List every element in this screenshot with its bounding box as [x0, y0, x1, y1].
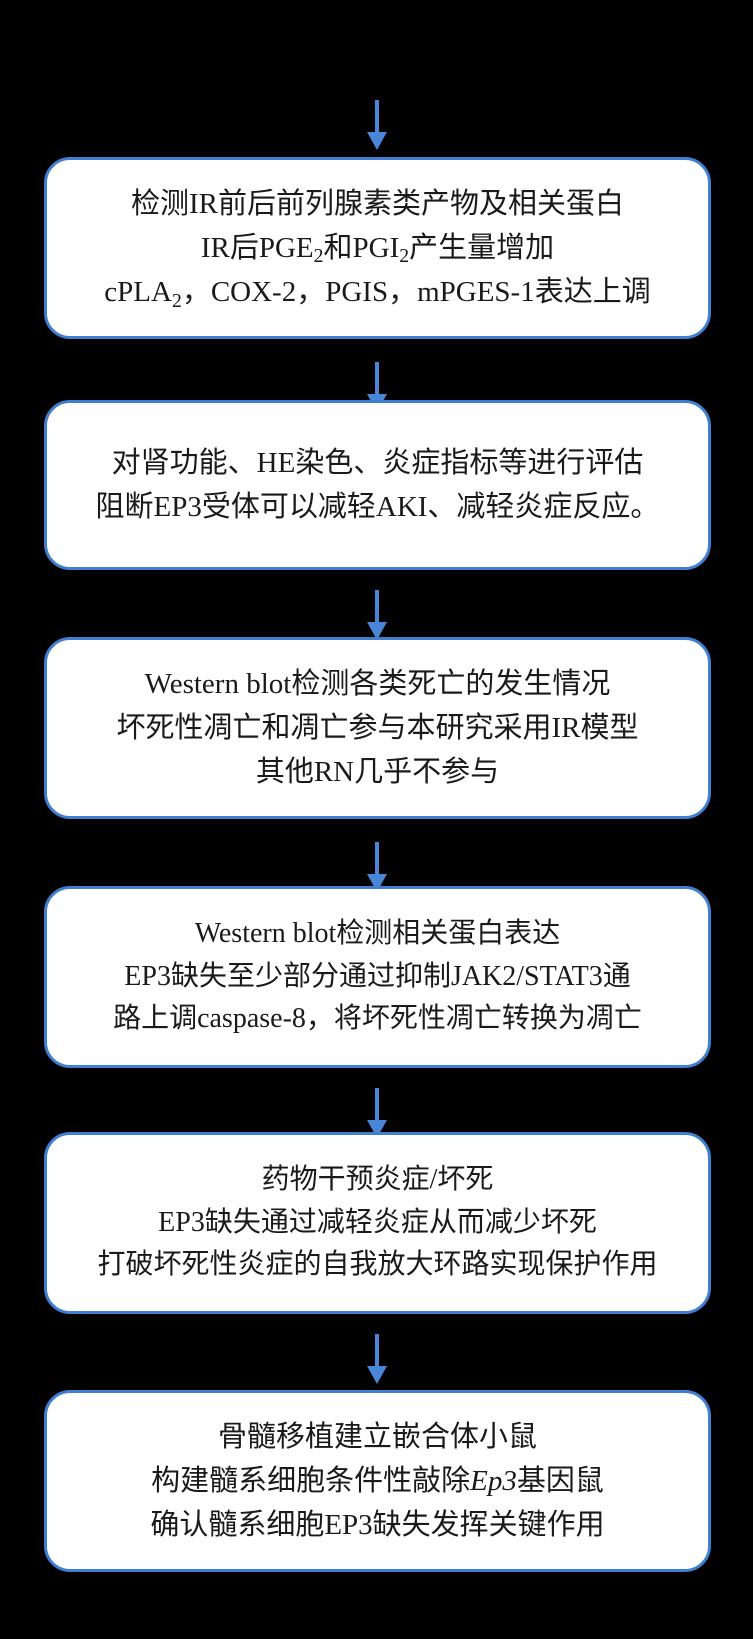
flow-node-4: Western blot检测相关蛋白表达 EP3缺失至少部分通过抑制JAK2/S… [44, 886, 711, 1068]
down-arrow-icon [365, 100, 389, 150]
flow-node-4-line-1: Western blot检测相关蛋白表达 [194, 918, 561, 950]
flow-node-3-line-2: 坏死性凋亡和凋亡参与本研究采用IR模型 [116, 711, 639, 744]
flow-node-3: Western blot检测各类死亡的发生情况 坏死性凋亡和凋亡参与本研究采用I… [44, 637, 711, 819]
node6-line2-part-b: 基因鼠 [516, 1464, 604, 1497]
flow-node-6-line-2: 构建髓系细胞条件性敲除Ep3基因鼠 [47, 1459, 708, 1503]
node1-line2-sub-1: 2 [313, 245, 324, 268]
down-arrow-icon [365, 1088, 389, 1138]
flow-node-5-line-1: 药物干预炎症/坏死 [261, 1164, 494, 1196]
flow-node-3-line-1: Western blot检测各类死亡的发生情况 [144, 667, 611, 700]
down-arrow-icon [365, 590, 389, 640]
node1-line3-part-b: ，COX-2，PGIS，mPGES-1表达上调 [181, 276, 651, 309]
down-arrow-icon [365, 362, 389, 412]
flow-node-2: 对肾功能、HE染色、炎症指标等进行评估 阻断EP3受体可以减轻AKI、减轻炎症反… [44, 400, 711, 570]
flow-node-6: 骨髓移植建立嵌合体小鼠 构建髓系细胞条件性敲除Ep3基因鼠 确认髓系细胞EP3缺… [44, 1390, 711, 1572]
flow-node-1-line-3: cPLA2，COX-2，PGIS，mPGES-1表达上调 [47, 270, 708, 314]
node1-line2-sub-2: 2 [399, 245, 410, 268]
flow-node-2-line-1: 对肾功能、HE染色、炎症指标等进行评估 [111, 446, 644, 479]
flow-node-4-line-2: EP3缺失至少部分通过抑制JAK2/STAT3通 [124, 960, 631, 992]
flow-node-5-line-3: 打破坏死性炎症的自我放大环路实现保护作用 [97, 1249, 658, 1281]
node1-line3-part-a: cPLA [104, 276, 172, 309]
flow-node-2-line-2: 阻断EP3受体可以减轻AKI、减轻炎症反应。 [95, 491, 660, 523]
down-arrow-icon [365, 1334, 389, 1384]
flow-node-1-line-2: IR后PGE2和PGI2产生量增加 [47, 226, 708, 270]
flow-node-1: 检测IR前后前列腺素类产物及相关蛋白 IR后PGE2和PGI2产生量增加 cPL… [44, 157, 711, 339]
flow-node-1-line-1: 检测IR前后前列腺素类产物及相关蛋白 [130, 187, 624, 220]
flow-node-5: 药物干预炎症/坏死 EP3缺失通过减轻炎症从而减少坏死 打破坏死性炎症的自我放大… [44, 1132, 711, 1314]
flow-node-5-line-2: EP3缺失通过减轻炎症从而减少坏死 [158, 1206, 597, 1238]
node1-line2-part-c: 产生量增加 [409, 231, 555, 264]
node1-line2-part-b: 和PGI [323, 231, 400, 264]
flow-node-6-line-3: 确认髓系细胞EP3缺失发挥关键作用 [150, 1509, 605, 1542]
node6-gene-name: Ep3 [470, 1464, 517, 1497]
flow-node-4-line-3: 路上调caspase-8，将坏死性凋亡转换为凋亡 [113, 1003, 642, 1035]
flow-node-3-line-3: 其他RN几乎不参与 [255, 756, 500, 789]
node6-line2-part-a: 构建髓系细胞条件性敲除 [151, 1464, 471, 1497]
down-arrow-icon [365, 842, 389, 892]
node1-line3-sub-1: 2 [171, 289, 182, 312]
node1-line2-part-a: IR后PGE [200, 231, 314, 264]
flow-node-6-line-1: 骨髓移植建立嵌合体小鼠 [217, 1420, 537, 1453]
